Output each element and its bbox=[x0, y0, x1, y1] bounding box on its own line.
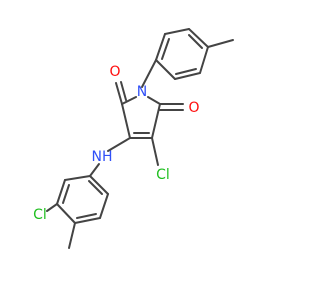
atom-o-upper: O bbox=[109, 64, 120, 80]
bond-c2-c3 bbox=[121, 103, 131, 139]
bond-aryl-cl bbox=[46, 203, 58, 212]
bonds bbox=[46, 28, 234, 249]
bond-tolyl-1 bbox=[164, 28, 190, 35]
bond-aryl-1 bbox=[64, 175, 91, 181]
atom-cl-aryl: Cl bbox=[33, 207, 47, 223]
bond-aryl-4-inner bbox=[76, 213, 97, 219]
molecule-structure: O N O Cl NH Cl bbox=[0, 0, 300, 300]
bond-aryl-3 bbox=[56, 203, 76, 224]
bond-tolyl-5 bbox=[155, 59, 176, 80]
bond-tolyl-methyl bbox=[207, 39, 234, 48]
bond-c3-nh bbox=[107, 137, 131, 152]
atom-labels: O N O Cl NH Cl bbox=[33, 64, 199, 223]
bond-aryl-5 bbox=[99, 193, 109, 219]
atom-cl-ring: Cl bbox=[156, 167, 170, 183]
bond-tolyl-6-inner bbox=[161, 38, 170, 60]
bond-tolyl-2-inner bbox=[188, 34, 203, 49]
bond-aryl-methyl bbox=[68, 222, 76, 249]
bond-aryl-6 bbox=[89, 175, 109, 195]
bond-c2-o bbox=[115, 82, 123, 105]
bond-aryl-2 bbox=[56, 179, 66, 205]
bond-tolyl-2 bbox=[188, 28, 209, 48]
bond-tolyl-6 bbox=[155, 33, 166, 61]
bond-n-c5 bbox=[147, 96, 161, 105]
atom-o-right: O bbox=[188, 100, 199, 116]
bond-tolyl-4 bbox=[174, 72, 201, 80]
bond-tolyl-4-inner bbox=[175, 68, 197, 75]
bond-c4-c5 bbox=[151, 103, 161, 139]
canvas-background bbox=[0, 0, 300, 300]
bond-tolyl-n bbox=[141, 59, 157, 88]
bond-tolyl-3 bbox=[199, 46, 209, 74]
bond-aryl-4 bbox=[74, 217, 101, 224]
bond-c2-o-inner bbox=[120, 81, 127, 101]
bond-aryl-6-inner bbox=[88, 180, 103, 195]
bond-nh-aryl bbox=[89, 163, 100, 177]
bond-c4-cl bbox=[151, 137, 159, 166]
atom-n-ring: N bbox=[137, 84, 147, 100]
bond-n-c2 bbox=[121, 96, 137, 105]
bond-aryl-2-inner bbox=[62, 184, 70, 204]
atom-nh: NH bbox=[92, 149, 113, 165]
